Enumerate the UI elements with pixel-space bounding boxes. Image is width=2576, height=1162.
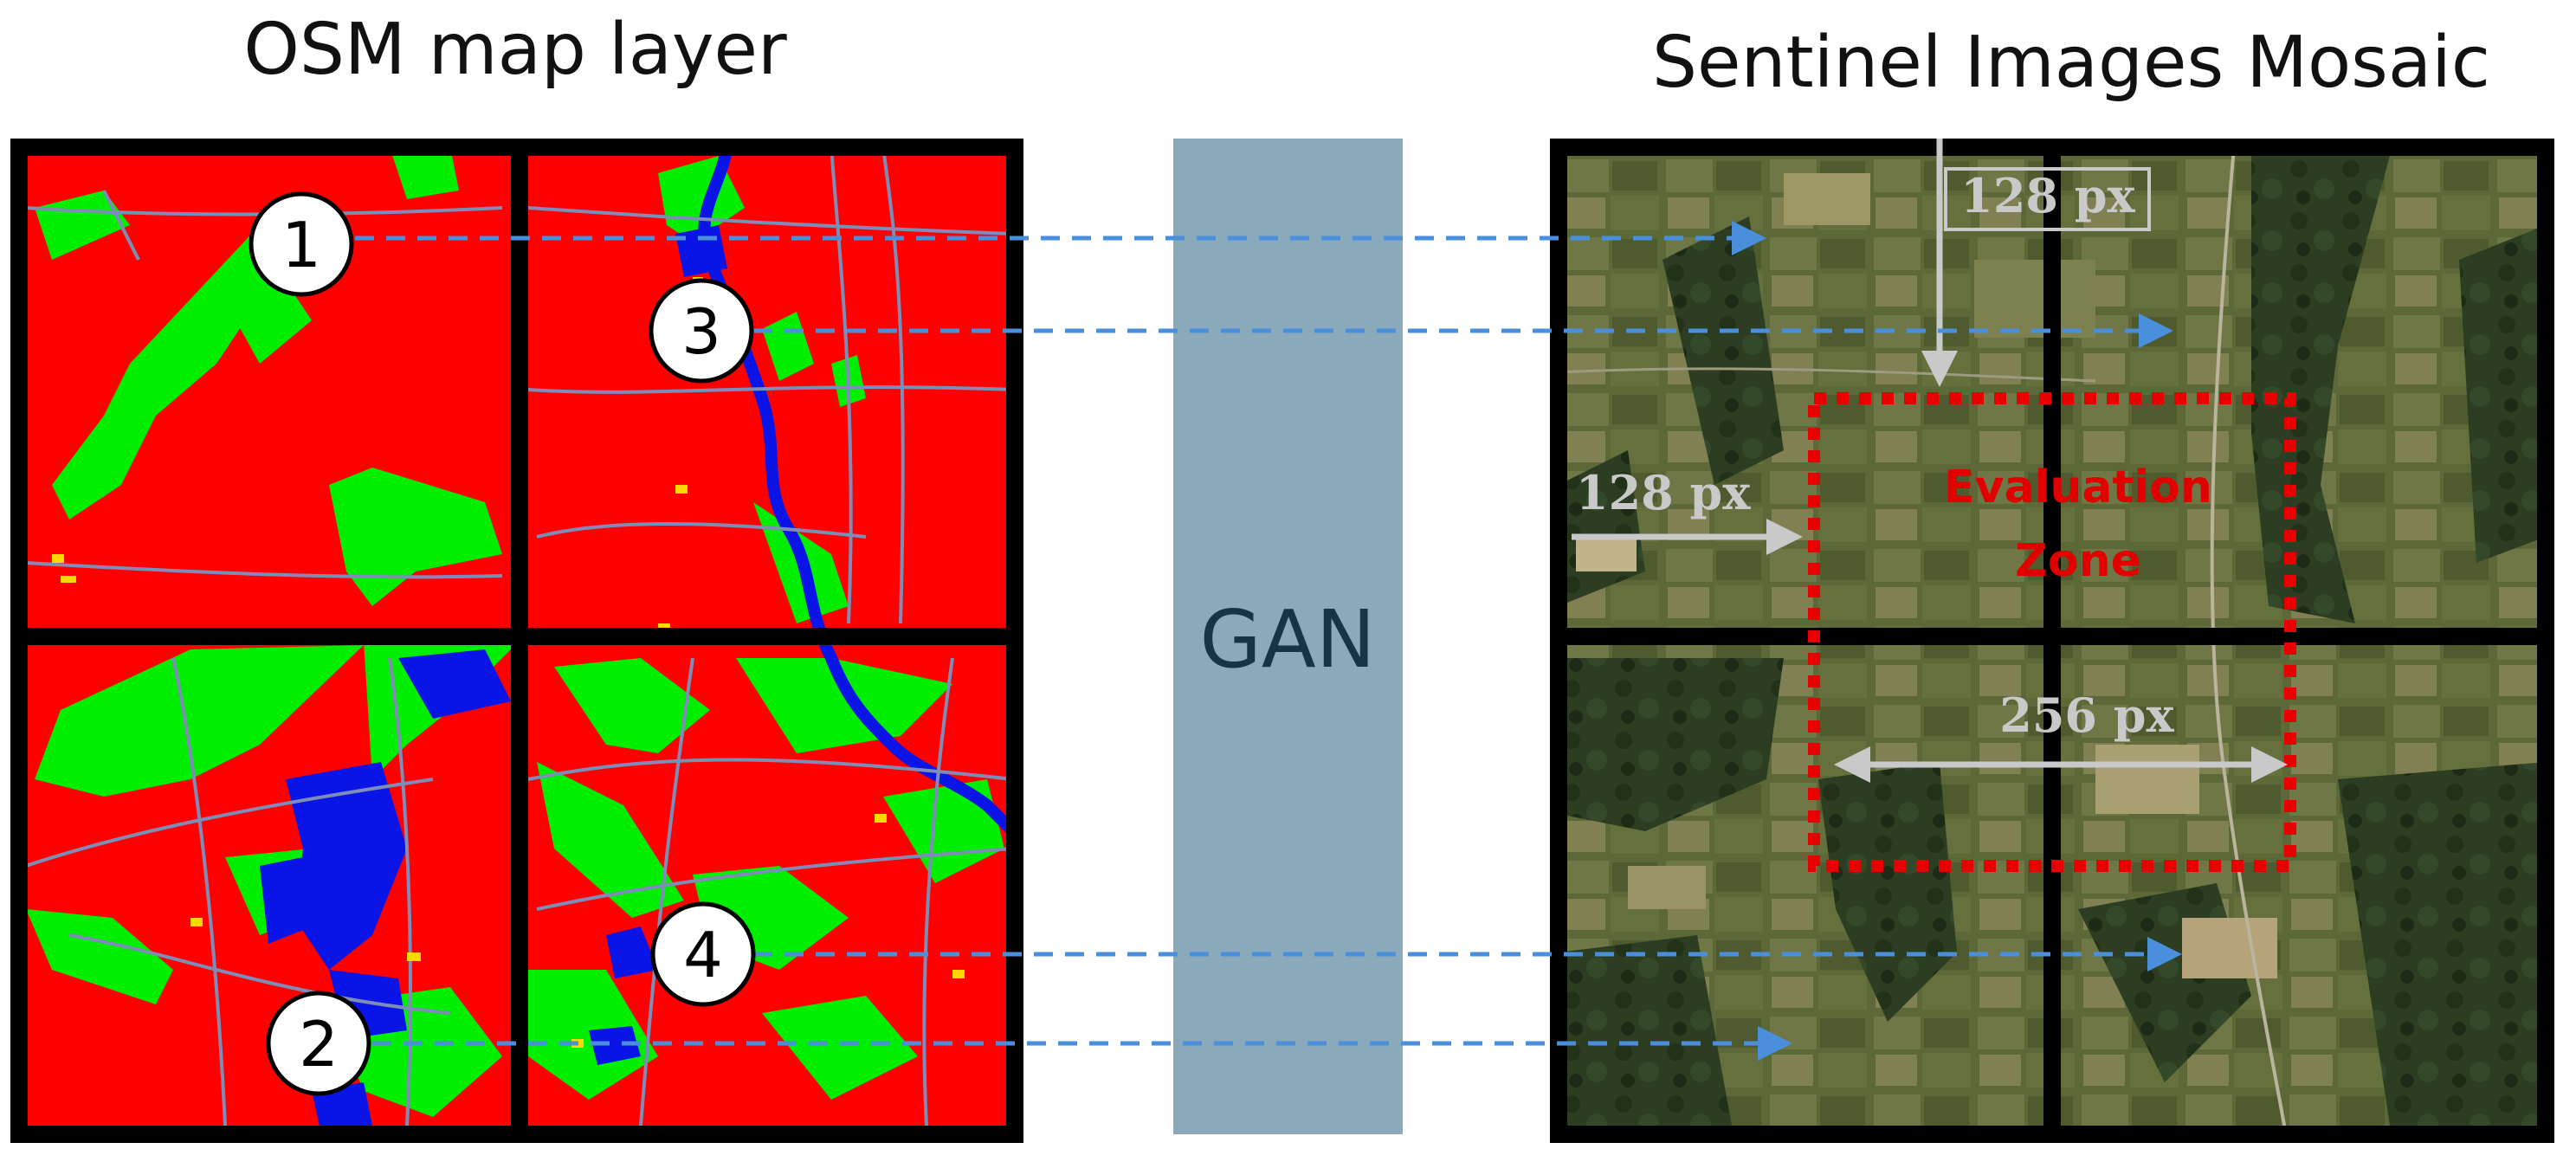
badge-3: 3	[649, 278, 754, 384]
badge-1: 1	[249, 191, 354, 297]
badge-4: 4	[650, 901, 756, 1007]
sentinel-mosaic: Evaluation Zone 128 px 128 px 256 px	[1550, 139, 2554, 1143]
badge-3-label: 3	[681, 295, 721, 368]
mapping-arrows	[355, 221, 2182, 1061]
osm-map	[10, 139, 1023, 1143]
left-offset-label: 128 px	[1576, 465, 1751, 520]
gan-label: GAN	[1199, 593, 1375, 686]
sentinel-title: Sentinel Images Mosaic	[1652, 22, 2490, 104]
osm-roads	[25, 147, 1014, 1126]
badge-1-label: 1	[281, 209, 321, 281]
gan-block: GAN	[1173, 139, 1403, 1134]
sentinel-grid	[1550, 139, 2554, 1143]
measurements: 128 px 128 px 256 px	[1572, 139, 2288, 783]
badge-2: 2	[266, 991, 371, 1096]
osm-title: OSM map layer	[243, 9, 787, 91]
zone-width-label: 256 px	[1999, 688, 2174, 743]
top-offset-label: 128 px	[1960, 168, 2135, 223]
badge-2-label: 2	[299, 1008, 339, 1081]
evaluation-zone: Evaluation Zone	[1808, 392, 2296, 872]
osm-grid	[10, 139, 1023, 1143]
badge-4-label: 4	[683, 919, 723, 991]
tile-badges: 1 3 2 4	[249, 191, 756, 1096]
evaluation-zone-label-line2: Zone	[2015, 535, 2141, 587]
osm-water	[260, 147, 1015, 1130]
evaluation-zone-label-line1: Evaluation	[1944, 462, 2212, 513]
